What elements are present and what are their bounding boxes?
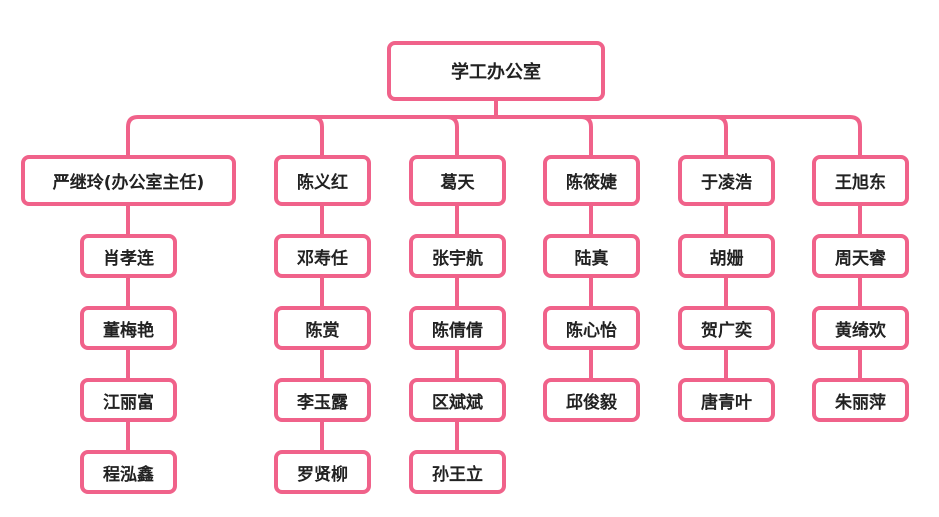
head-label: 陈筱婕: [566, 173, 617, 193]
member-label: 邓寿任: [297, 248, 348, 269]
head-connector: [714, 115, 728, 157]
root-node: 学工办公室: [387, 41, 605, 101]
member-label: 朱丽萍: [835, 392, 886, 413]
member-node: 孙王立: [409, 450, 506, 494]
head-node-1: 陈义红: [274, 155, 371, 206]
member-label: 陆真: [574, 248, 609, 269]
member-node: 区斌斌: [409, 378, 506, 422]
member-label: 胡姗: [709, 248, 744, 269]
member-label: 江丽富: [103, 392, 154, 413]
member-label: 陈倩倩: [432, 320, 483, 341]
member-label: 邱俊毅: [566, 392, 617, 413]
member-node: 董梅艳: [80, 306, 177, 350]
head-node-5: 王旭东: [812, 155, 909, 206]
member-label: 张宇航: [432, 248, 483, 269]
member-node: 朱丽萍: [812, 378, 909, 422]
member-node: 陆真: [543, 234, 640, 278]
member-node: 邱俊毅: [543, 378, 640, 422]
member-label: 孙王立: [432, 464, 483, 485]
member-node: 肖孝连: [80, 234, 177, 278]
member-node: 李玉露: [274, 378, 371, 422]
member-label: 周天睿: [835, 248, 886, 269]
member-node: 陈倩倩: [409, 306, 506, 350]
head-connector: [310, 115, 324, 157]
member-label: 黄绮欢: [835, 320, 886, 341]
member-label: 程泓鑫: [103, 464, 154, 485]
member-label: 陈心怡: [566, 320, 617, 341]
head-connector: [445, 115, 459, 157]
head-connector: [579, 115, 593, 157]
bus-connector: [126, 115, 862, 157]
head-node-0: 严继玲(办公室主任): [21, 155, 236, 206]
member-label: 李玉露: [297, 392, 348, 413]
member-node: 黄绮欢: [812, 306, 909, 350]
member-node: 邓寿任: [274, 234, 371, 278]
member-node: 陈心怡: [543, 306, 640, 350]
member-node: 胡姗: [678, 234, 775, 278]
head-label: 陈义红: [297, 173, 348, 193]
member-node: 周天睿: [812, 234, 909, 278]
member-label: 罗贤柳: [297, 464, 348, 485]
member-label: 唐青叶: [701, 392, 752, 413]
member-label: 肖孝连: [103, 248, 154, 269]
member-node: 陈赏: [274, 306, 371, 350]
head-label: 葛天: [440, 173, 475, 193]
head-label: 王旭东: [835, 173, 886, 193]
head-node-4: 于凌浩: [678, 155, 775, 206]
root-label: 学工办公室: [451, 62, 541, 83]
member-node: 程泓鑫: [80, 450, 177, 494]
head-node-3: 陈筱婕: [543, 155, 640, 206]
member-node: 唐青叶: [678, 378, 775, 422]
member-label: 贺广奕: [701, 320, 752, 341]
member-node: 罗贤柳: [274, 450, 371, 494]
member-node: 江丽富: [80, 378, 177, 422]
head-node-2: 葛天: [409, 155, 506, 206]
member-node: 贺广奕: [678, 306, 775, 350]
head-label: 严继玲(办公室主任): [52, 173, 205, 193]
member-label: 区斌斌: [432, 392, 483, 413]
member-label: 董梅艳: [103, 320, 154, 341]
head-label: 于凌浩: [701, 173, 752, 193]
member-node: 张宇航: [409, 234, 506, 278]
member-label: 陈赏: [305, 320, 340, 341]
